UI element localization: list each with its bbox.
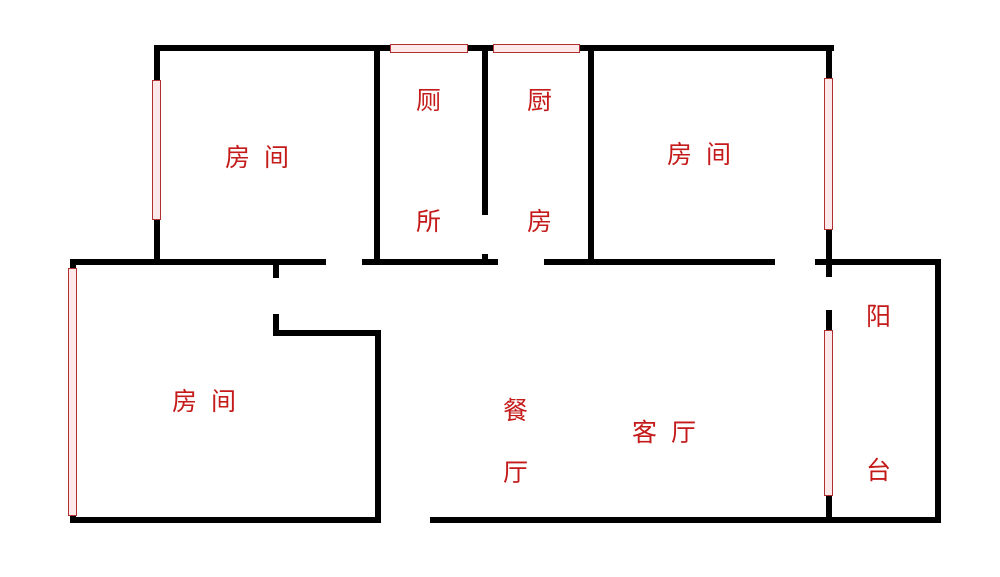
wall <box>70 259 326 265</box>
room-label-kitchen: 房 <box>527 207 567 236</box>
room-label-bedroom: 房间 <box>667 140 746 169</box>
window <box>390 44 468 53</box>
wall <box>273 259 279 278</box>
room-label-dining: 厅 <box>503 458 543 487</box>
wall <box>935 259 941 523</box>
window <box>493 44 580 53</box>
room-label-toilet: 厕 <box>416 86 456 115</box>
window <box>824 78 833 230</box>
room-label-balcony: 台 <box>866 456 906 485</box>
room-label-living-room: 客厅 <box>632 418 711 447</box>
room-label-bedroom: 房间 <box>225 143 304 172</box>
wall <box>815 259 941 265</box>
wall <box>588 45 594 265</box>
wall <box>362 259 498 265</box>
room-label-balcony: 阳 <box>866 302 906 331</box>
room-label-dining: 餐 <box>503 396 543 425</box>
window <box>824 330 833 496</box>
wall <box>482 45 488 215</box>
wall <box>544 259 775 265</box>
room-label-bedroom: 房间 <box>172 387 251 416</box>
wall <box>375 330 381 523</box>
window <box>68 268 77 516</box>
wall <box>374 45 380 265</box>
wall <box>273 330 381 336</box>
wall <box>70 517 380 523</box>
wall <box>430 517 941 523</box>
wall <box>273 314 279 336</box>
room-label-kitchen: 厨 <box>527 86 567 115</box>
window <box>152 80 161 220</box>
room-label-toilet: 所 <box>416 207 456 236</box>
